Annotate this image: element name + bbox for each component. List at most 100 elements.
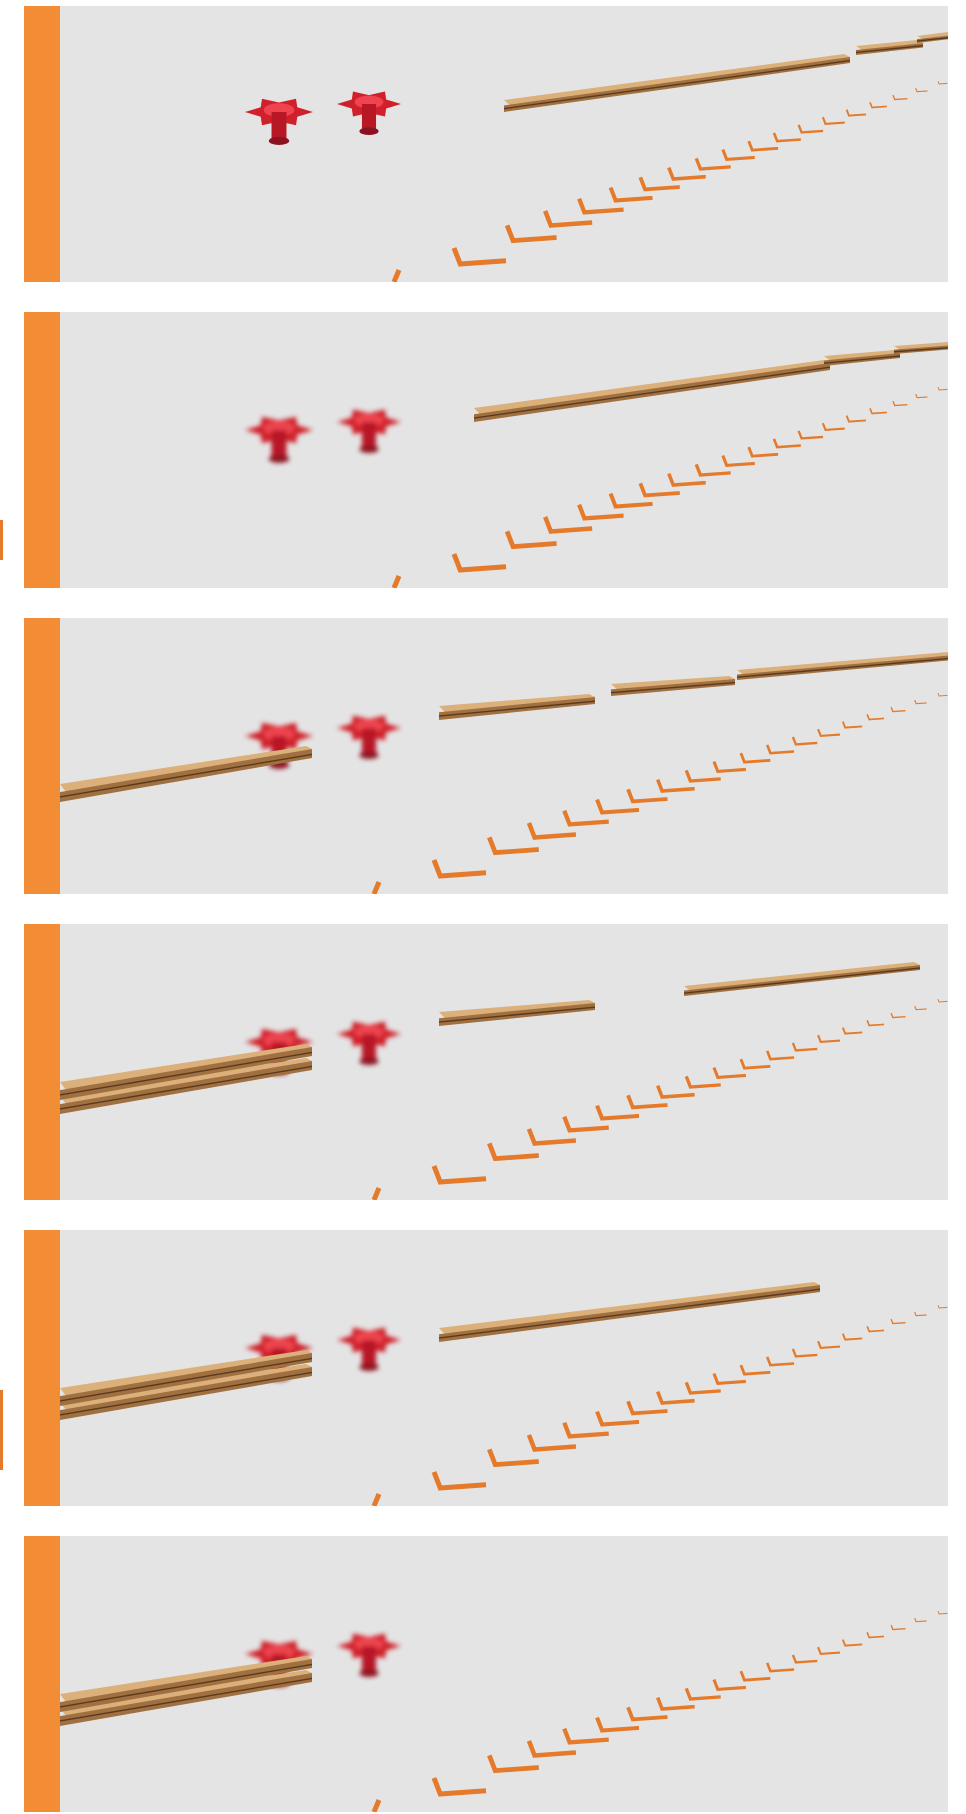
scene bbox=[59, 962, 948, 1200]
guide-marker-partial bbox=[391, 269, 402, 282]
guide-marker bbox=[526, 1434, 577, 1452]
guide-marker bbox=[543, 516, 593, 534]
guide-marker bbox=[431, 1165, 487, 1185]
guide-marker bbox=[869, 101, 887, 109]
incoming-board bbox=[473, 360, 831, 422]
guide-marker bbox=[626, 788, 668, 804]
guide-marker bbox=[562, 1421, 609, 1439]
frame-4 bbox=[24, 924, 948, 1200]
accent-stripe bbox=[24, 1536, 60, 1812]
guide-marker bbox=[543, 210, 593, 228]
finished-board bbox=[59, 1044, 313, 1100]
finished-board bbox=[59, 1058, 313, 1114]
guide-marker bbox=[684, 1687, 721, 1701]
edge-mark bbox=[0, 520, 3, 560]
guide-marker bbox=[656, 1390, 695, 1405]
guide-marker bbox=[892, 94, 908, 101]
right-cutter bbox=[337, 1021, 401, 1066]
guide-marker bbox=[595, 798, 640, 815]
guide-marker bbox=[451, 247, 507, 267]
incoming-board bbox=[438, 694, 596, 720]
guide-marker bbox=[817, 728, 841, 738]
guide-marker bbox=[562, 1727, 609, 1745]
edge-mark bbox=[0, 1390, 3, 1470]
guide-marker bbox=[747, 446, 779, 458]
finished-board bbox=[59, 1670, 313, 1726]
scene-content bbox=[245, 342, 948, 588]
guide-marker bbox=[739, 1058, 771, 1070]
guide-marker bbox=[638, 176, 680, 192]
guide-marker bbox=[656, 1696, 695, 1711]
guide-marker bbox=[914, 1005, 927, 1011]
guide-markers bbox=[391, 80, 948, 282]
incoming-board bbox=[503, 54, 851, 112]
guide-marker bbox=[841, 1639, 863, 1647]
scene bbox=[59, 1610, 948, 1812]
guide-marker bbox=[626, 1400, 668, 1416]
scene bbox=[59, 652, 948, 894]
guide-marker bbox=[915, 393, 928, 399]
guide-marker-partial bbox=[371, 1493, 382, 1506]
scene bbox=[245, 342, 948, 588]
guide-marker bbox=[791, 1348, 818, 1358]
guide-marker bbox=[791, 736, 818, 746]
scene bbox=[245, 32, 948, 282]
finished-board bbox=[59, 1364, 313, 1420]
guide-marker bbox=[608, 186, 653, 203]
incoming-board bbox=[736, 652, 948, 680]
guide-marker bbox=[656, 1084, 695, 1099]
guide-marker bbox=[937, 998, 948, 1003]
guide-marker bbox=[937, 692, 948, 697]
guide-marker bbox=[817, 1340, 841, 1350]
scene bbox=[59, 1282, 948, 1506]
guide-marker bbox=[937, 1304, 948, 1309]
guide-marker bbox=[684, 1381, 721, 1395]
guide-marker bbox=[562, 809, 609, 827]
guide-marker bbox=[577, 503, 624, 521]
right-cutter bbox=[337, 1327, 401, 1372]
guide-marker bbox=[712, 1679, 746, 1692]
guide-marker bbox=[765, 744, 795, 755]
guide-marker bbox=[739, 1364, 771, 1376]
accent-stripe bbox=[24, 618, 60, 894]
frame-6 bbox=[24, 1536, 948, 1812]
frame-3 bbox=[24, 618, 948, 894]
guide-marker bbox=[431, 859, 487, 879]
guide-marker bbox=[869, 407, 887, 415]
guide-marker bbox=[684, 1075, 721, 1089]
guide-marker bbox=[487, 1754, 539, 1774]
accent-stripe bbox=[24, 924, 60, 1200]
guide-marker bbox=[791, 1654, 818, 1664]
frame-2 bbox=[24, 312, 948, 588]
guide-marker bbox=[656, 778, 695, 793]
guide-marker bbox=[577, 197, 624, 215]
scene-content bbox=[59, 1282, 948, 1506]
guide-marker bbox=[772, 438, 801, 449]
guide-marker-partial bbox=[391, 575, 402, 588]
guide-marker bbox=[845, 415, 867, 423]
guide-marker bbox=[914, 1311, 927, 1317]
guide-markers bbox=[371, 998, 948, 1200]
guide-marker bbox=[504, 224, 557, 244]
guide-marker bbox=[821, 422, 845, 432]
guide-marker-partial bbox=[371, 1799, 382, 1812]
guide-marker bbox=[431, 1471, 487, 1491]
incoming-board bbox=[855, 40, 924, 55]
guide-marker bbox=[626, 1094, 668, 1110]
guide-marker bbox=[866, 1631, 885, 1639]
guide-marker bbox=[866, 713, 885, 721]
guide-marker bbox=[712, 1373, 746, 1386]
guide-marker bbox=[821, 116, 845, 126]
guide-marker bbox=[765, 1050, 795, 1061]
guide-marker bbox=[526, 1128, 577, 1146]
guide-marker-partial bbox=[371, 1187, 382, 1200]
right-cutter bbox=[337, 91, 401, 136]
incoming-board bbox=[823, 350, 901, 366]
guide-marker bbox=[487, 1142, 539, 1162]
scene-content bbox=[59, 1610, 948, 1812]
guide-markers bbox=[371, 1610, 948, 1812]
finished-board bbox=[59, 1350, 313, 1406]
guide-marker bbox=[739, 752, 771, 764]
guide-marker bbox=[747, 140, 779, 152]
guide-marker bbox=[797, 430, 824, 440]
